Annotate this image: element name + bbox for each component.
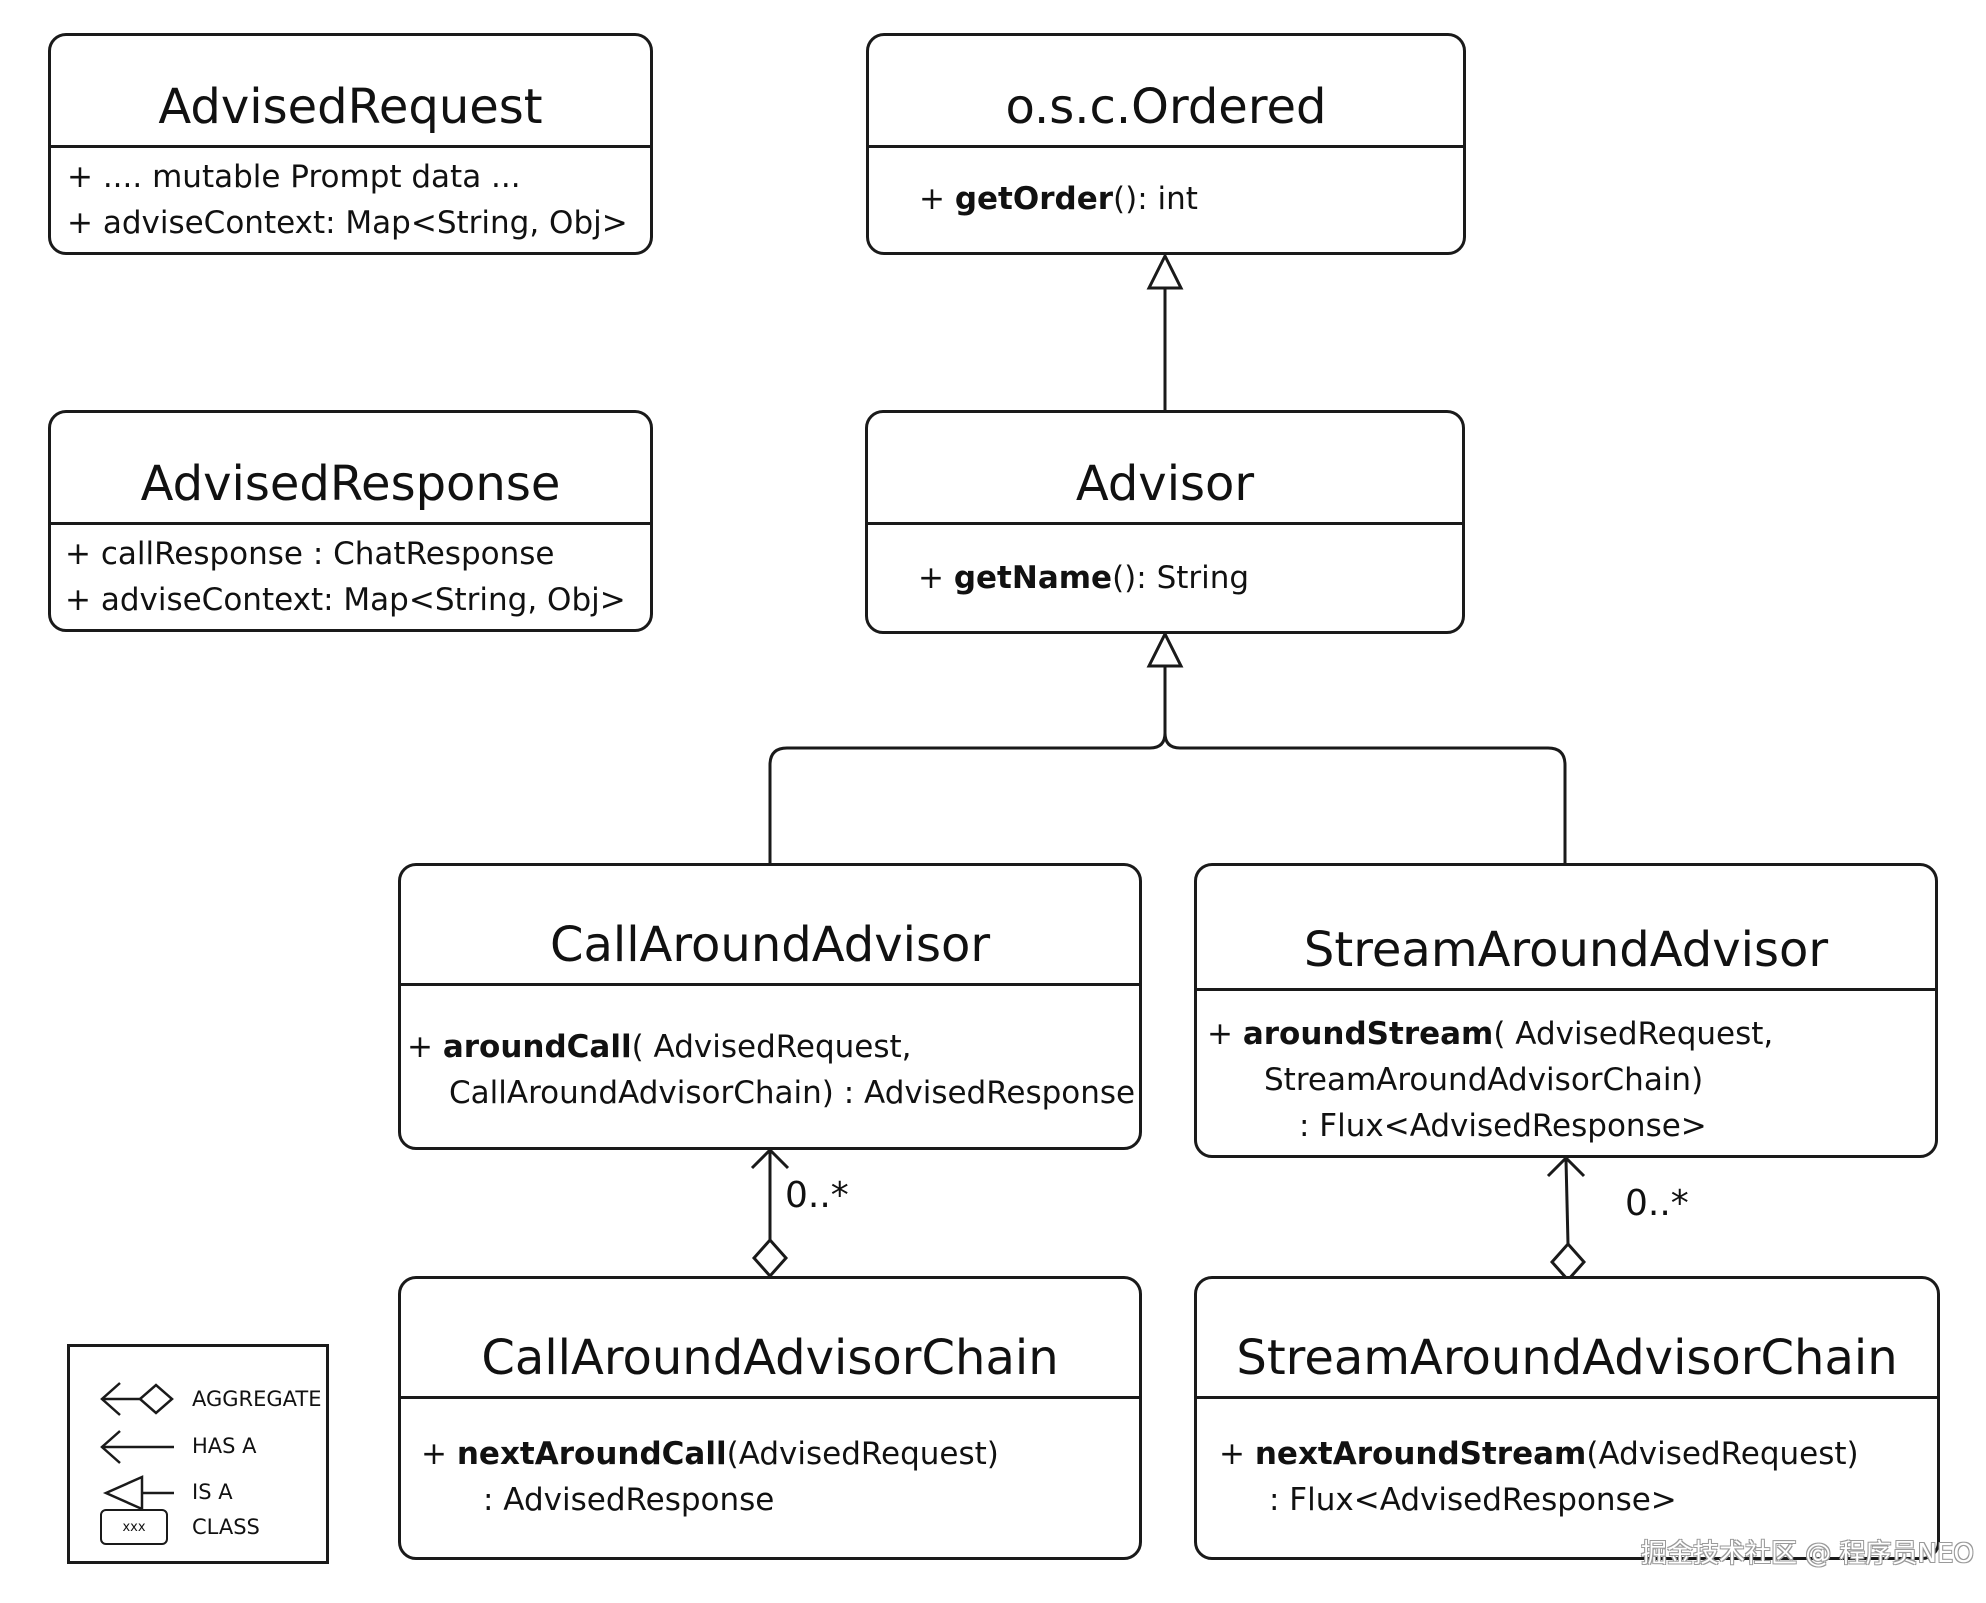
stream-around-advisor-interface[interactable]: StreamAroundAdvisor + aroundStream( Advi… bbox=[1194, 863, 1938, 1158]
class-name: CallAroundAdvisorChain bbox=[401, 1279, 1139, 1399]
class-name: StreamAroundAdvisor bbox=[1197, 866, 1935, 991]
class-name: AdvisedResponse bbox=[51, 413, 650, 525]
method-signature: (): String bbox=[1112, 560, 1250, 596]
method-prefix: + bbox=[407, 1029, 443, 1065]
method-prefix: + bbox=[918, 560, 954, 596]
method-signature: (): int bbox=[1113, 181, 1198, 217]
method-signature-continued: CallAroundAdvisorChain) : AdvisedRespons… bbox=[449, 1075, 1136, 1111]
is-a-icon bbox=[102, 1475, 174, 1511]
method-signature: (AdvisedRequest) bbox=[726, 1436, 999, 1472]
method-name: getName bbox=[953, 560, 1113, 596]
call-chain-multiplicity: 0..* bbox=[785, 1175, 849, 1216]
method-return-type: : Flux<AdvisedResponse> bbox=[1269, 1482, 1677, 1518]
aggregate-icon bbox=[100, 1382, 174, 1416]
method-return-type: : Flux<AdvisedResponse> bbox=[1299, 1108, 1707, 1144]
class-method: + nextAroundStream(AdvisedRequest) bbox=[1219, 1431, 1937, 1477]
legend-class-label: CLASS bbox=[192, 1515, 260, 1539]
method-name: getOrder bbox=[954, 181, 1114, 217]
method-name: nextAroundCall bbox=[456, 1436, 727, 1472]
class-members: + callResponse : ChatResponse + adviseCo… bbox=[51, 525, 650, 623]
call-around-advisor-chain-interface[interactable]: CallAroundAdvisorChain + nextAroundCall(… bbox=[398, 1276, 1142, 1560]
class-attribute: + adviseContext: Map<String, Obj> bbox=[65, 582, 626, 618]
class-name: CallAroundAdvisor bbox=[401, 866, 1139, 986]
call-around-advisor-interface[interactable]: CallAroundAdvisor + aroundCall( AdvisedR… bbox=[398, 863, 1142, 1150]
watermark: 掘金技术社区 @ 程序员NEO bbox=[1641, 1539, 1974, 1569]
class-name: o.s.c.Ordered bbox=[869, 36, 1463, 148]
method-prefix: + bbox=[919, 181, 955, 217]
stream-chain-aggregation-diamond bbox=[1549, 1241, 1587, 1283]
method-signature-continued: StreamAroundAdvisorChain) bbox=[1264, 1062, 1704, 1098]
advised-request-class[interactable]: AdvisedRequest + .... mutable Prompt dat… bbox=[48, 33, 653, 255]
class-name: Advisor bbox=[868, 413, 1462, 525]
class-method: + getName(): String bbox=[918, 555, 1462, 601]
stream-chain-aggregation-line bbox=[1564, 1159, 1570, 1245]
class-members: + nextAroundStream(AdvisedRequest) : Flu… bbox=[1197, 1399, 1937, 1523]
class-attribute: + callResponse : ChatResponse bbox=[65, 536, 555, 572]
advisors-extend-advisor-arrowhead bbox=[1146, 630, 1184, 668]
legend: AGGREGATE HAS A IS A xxx CLASS bbox=[67, 1344, 329, 1564]
legend-symbols bbox=[100, 1382, 174, 1511]
class-members: + getName(): String bbox=[868, 525, 1462, 601]
method-name: aroundCall bbox=[442, 1029, 632, 1065]
legend-is-a-label: IS A bbox=[192, 1480, 233, 1504]
advisor-interface[interactable]: Advisor + getName(): String bbox=[865, 410, 1465, 634]
method-signature: ( AdvisedRequest, bbox=[1493, 1016, 1774, 1052]
class-members: + aroundStream( AdvisedRequest, StreamAr… bbox=[1197, 991, 1935, 1149]
legend-class-icon: xxx bbox=[100, 1509, 168, 1545]
stream-chain-aggregation-arrow bbox=[1546, 1155, 1586, 1178]
class-members: + getOrder(): int bbox=[869, 148, 1463, 222]
advised-response-class[interactable]: AdvisedResponse + callResponse : ChatRes… bbox=[48, 410, 653, 632]
method-prefix: + bbox=[1207, 1016, 1243, 1052]
stream-around-advisor-chain-interface[interactable]: StreamAroundAdvisorChain + nextAroundStr… bbox=[1194, 1276, 1940, 1560]
class-method: + getOrder(): int bbox=[919, 176, 1463, 222]
class-method: + aroundCall( AdvisedRequest, bbox=[407, 1024, 1139, 1070]
method-return-type: : AdvisedResponse bbox=[483, 1482, 775, 1518]
method-signature: (AdvisedRequest) bbox=[1586, 1436, 1859, 1472]
method-signature: ( AdvisedRequest, bbox=[631, 1029, 912, 1065]
class-name: StreamAroundAdvisorChain bbox=[1197, 1279, 1937, 1399]
class-method: + aroundStream( AdvisedRequest, bbox=[1207, 1011, 1935, 1057]
class-attribute: + adviseContext: Map<String, Obj> bbox=[67, 205, 628, 241]
class-method: + nextAroundCall(AdvisedRequest) bbox=[421, 1431, 1139, 1477]
method-name: nextAroundStream bbox=[1254, 1436, 1587, 1472]
ordered-interface[interactable]: o.s.c.Ordered + getOrder(): int bbox=[866, 33, 1466, 255]
class-members: + .... mutable Prompt data ... + adviseC… bbox=[51, 148, 650, 246]
legend-has-a-label: HAS A bbox=[192, 1434, 257, 1458]
class-members: + aroundCall( AdvisedRequest, CallAround… bbox=[401, 986, 1139, 1116]
method-prefix: + bbox=[421, 1436, 457, 1472]
call-chain-aggregation-diamond bbox=[751, 1237, 789, 1279]
has-a-icon bbox=[100, 1430, 174, 1464]
class-members: + nextAroundCall(AdvisedRequest) : Advis… bbox=[401, 1399, 1139, 1523]
class-name: AdvisedRequest bbox=[51, 36, 650, 148]
method-name: aroundStream bbox=[1242, 1016, 1494, 1052]
class-attribute: + .... mutable Prompt data ... bbox=[67, 159, 521, 195]
advisors-extend-advisor-lines bbox=[768, 666, 1567, 863]
stream-chain-multiplicity: 0..* bbox=[1625, 1183, 1689, 1224]
call-chain-aggregation-arrow bbox=[750, 1147, 790, 1170]
method-prefix: + bbox=[1219, 1436, 1255, 1472]
legend-aggregate-label: AGGREGATE bbox=[192, 1387, 322, 1411]
advisor-extends-ordered-arrowhead bbox=[1146, 252, 1184, 290]
